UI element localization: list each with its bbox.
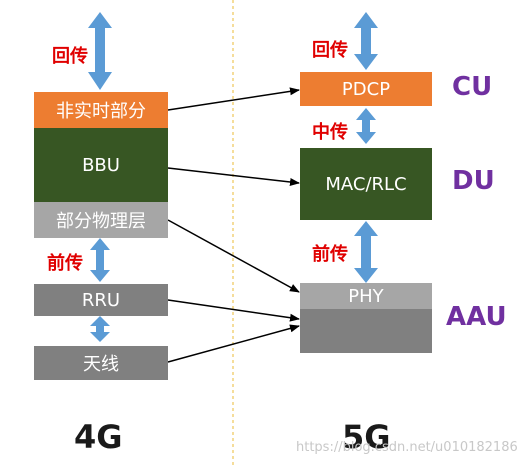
antenna-box: 天线: [34, 346, 168, 380]
pdcp-box: PDCP: [300, 72, 432, 106]
partial-phy-box: 部分物理层: [34, 202, 168, 238]
watermark: https://blog.csdn.net/u010182186: [296, 440, 518, 455]
arrow-bbu-to-macrlc: [167, 167, 300, 186]
right-midhaul-label: 中传: [312, 122, 348, 143]
left-rru-antenna-arrow: [90, 316, 110, 342]
cu-tag: CU: [452, 72, 493, 102]
aau-body-box: [300, 309, 432, 353]
right-fronthaul-arrow: [354, 221, 378, 283]
generation-4g-label: 4G: [74, 418, 123, 456]
aau-tag: AAU: [446, 302, 507, 332]
arrow-partialphy-to-phy: [167, 219, 300, 293]
du-tag: DU: [452, 166, 495, 196]
right-backhaul-arrow: [354, 12, 378, 70]
non-realtime-box: 非实时部分: [34, 92, 168, 128]
rru-box: RRU: [34, 284, 168, 316]
arrow-nonrealtime-to-pdcp: [167, 87, 300, 111]
arrow-rru-to-aau: [167, 299, 300, 322]
left-fronthaul-label: 前传: [47, 253, 83, 274]
generation-5g-label: 5G: [342, 418, 391, 456]
left-backhaul-arrow: [88, 12, 112, 90]
left-fronthaul-arrow: [90, 238, 110, 282]
right-fronthaul-label: 前传: [312, 244, 348, 265]
arrow-antenna-to-aau: [167, 324, 300, 363]
right-backhaul-label: 回传: [312, 40, 348, 61]
left-backhaul-label: 回传: [52, 46, 88, 67]
bbu-box: BBU: [34, 128, 168, 202]
right-midhaul-arrow: [356, 108, 376, 144]
mac-rlc-box: MAC/RLC: [300, 148, 432, 220]
phy-box: PHY: [300, 283, 432, 309]
